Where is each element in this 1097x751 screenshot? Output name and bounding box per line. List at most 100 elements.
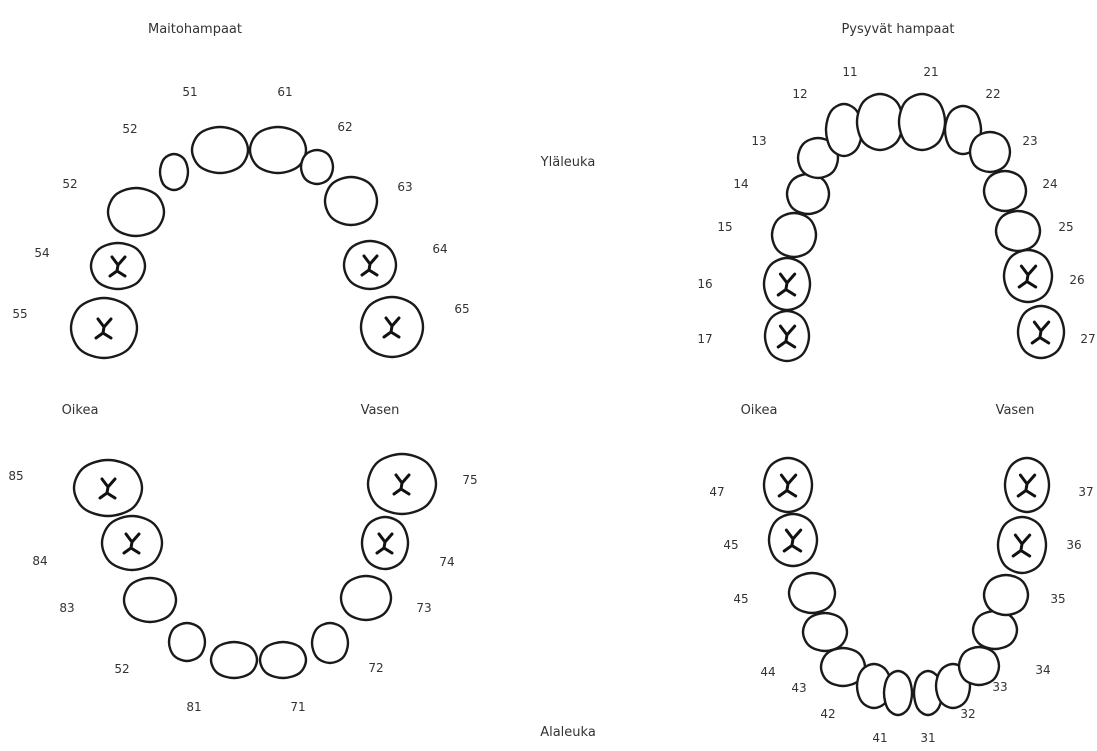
tooth-63 (323, 175, 379, 227)
tooth-number-label: 75 (462, 473, 477, 487)
tooth-25 (994, 209, 1042, 253)
tooth-number-label: 16 (697, 277, 712, 291)
tooth-number-label: 15 (717, 220, 732, 234)
tooth-number-label: 54 (34, 246, 49, 260)
tooth-number-label: 22 (985, 87, 1000, 101)
tooth-number-label: 84 (32, 554, 47, 568)
tooth-83 (122, 576, 178, 624)
tooth-number-label: 34 (1035, 663, 1050, 677)
tooth-number-label: 52 (114, 662, 129, 676)
tooth-52 (106, 186, 166, 238)
lower-jaw-label: Alaleuka (540, 725, 596, 740)
permanent-left-label: Vasen (996, 403, 1035, 418)
tooth-72 (310, 621, 350, 665)
tooth-number-label: 35 (1050, 592, 1065, 606)
tooth-number-label: 33 (992, 680, 1007, 694)
tooth-62 (299, 148, 335, 186)
tooth-number-label: 81 (186, 700, 201, 714)
tooth-number-label: 52 (62, 177, 77, 191)
permanent-teeth-title: Pysyvät hampaat (841, 22, 954, 37)
tooth-71 (258, 640, 308, 680)
fissure-mark (776, 272, 797, 297)
tooth-23 (968, 130, 1012, 174)
tooth-number-label: 43 (791, 681, 806, 695)
tooth-52 (167, 621, 207, 663)
fissure-mark (392, 473, 411, 496)
tooth-number-label: 26 (1069, 273, 1084, 287)
tooth-51 (190, 125, 250, 175)
tooth-34 (971, 609, 1019, 651)
fissure-mark (782, 528, 803, 553)
tooth-11 (855, 92, 905, 152)
tooth-21 (897, 92, 947, 152)
tooth-number-label: 61 (277, 85, 292, 99)
tooth-31 (912, 669, 944, 717)
fissure-mark (1011, 533, 1032, 558)
tooth-52 (158, 152, 190, 192)
tooth-number-label: 24 (1042, 177, 1057, 191)
fissure-mark (1017, 264, 1038, 289)
primary-teeth-title: Maitohampaat (148, 22, 242, 37)
tooth-number-label: 85 (8, 469, 23, 483)
tooth-number-label: 41 (872, 731, 887, 745)
tooth-number-label: 73 (416, 601, 431, 615)
tooth-number-label: 55 (12, 307, 27, 321)
tooth-number-label: 44 (760, 665, 775, 679)
tooth-73 (339, 574, 393, 622)
tooth-number-label: 45 (723, 538, 738, 552)
tooth-number-label: 21 (923, 65, 938, 79)
tooth-35 (982, 573, 1030, 617)
primary-left-label: Vasen (361, 403, 400, 418)
fissure-mark (777, 473, 798, 498)
tooth-number-label: 74 (439, 555, 454, 569)
tooth-number-label: 31 (920, 731, 935, 745)
tooth-number-label: 47 (709, 485, 724, 499)
fissure-mark (375, 532, 394, 555)
tooth-number-label: 13 (751, 134, 766, 148)
tooth-number-label: 17 (697, 332, 712, 346)
tooth-61 (248, 125, 308, 175)
tooth-number-label: 62 (337, 120, 352, 134)
fissure-mark (94, 317, 113, 340)
tooth-number-label: 32 (960, 707, 975, 721)
fissure-mark (776, 324, 797, 349)
primary-right-label: Oikea (62, 403, 99, 418)
tooth-number-label: 83 (59, 601, 74, 615)
fissure-mark (360, 254, 379, 277)
tooth-81 (209, 640, 259, 680)
permanent-right-label: Oikea (741, 403, 778, 418)
tooth-number-label: 27 (1080, 332, 1095, 346)
fissure-mark (1030, 320, 1051, 345)
tooth-number-label: 45 (733, 592, 748, 606)
tooth-24 (982, 169, 1028, 213)
tooth-43 (819, 646, 867, 688)
tooth-44 (801, 611, 849, 653)
tooth-number-label: 25 (1058, 220, 1073, 234)
tooth-number-label: 14 (733, 177, 748, 191)
tooth-number-label: 51 (182, 85, 197, 99)
tooth-number-label: 52 (122, 122, 137, 136)
tooth-33 (957, 645, 1001, 687)
upper-jaw-label: Yläleuka (540, 155, 596, 170)
tooth-number-label: 63 (397, 180, 412, 194)
tooth-number-label: 37 (1078, 485, 1093, 499)
tooth-number-label: 23 (1022, 134, 1037, 148)
fissure-mark (108, 255, 127, 278)
fissure-mark (382, 316, 401, 339)
tooth-42 (855, 662, 893, 710)
tooth-number-label: 12 (792, 87, 807, 101)
tooth-45 (787, 571, 837, 615)
tooth-number-label: 42 (820, 707, 835, 721)
tooth-number-label: 71 (290, 700, 305, 714)
fissure-mark (1016, 473, 1037, 498)
tooth-number-label: 36 (1066, 538, 1081, 552)
tooth-15 (770, 211, 818, 259)
tooth-14 (785, 172, 831, 216)
tooth-41 (882, 669, 914, 717)
tooth-12 (824, 102, 864, 158)
tooth-number-label: 65 (454, 302, 469, 316)
fissure-mark (98, 477, 117, 500)
tooth-number-label: 64 (432, 242, 447, 256)
